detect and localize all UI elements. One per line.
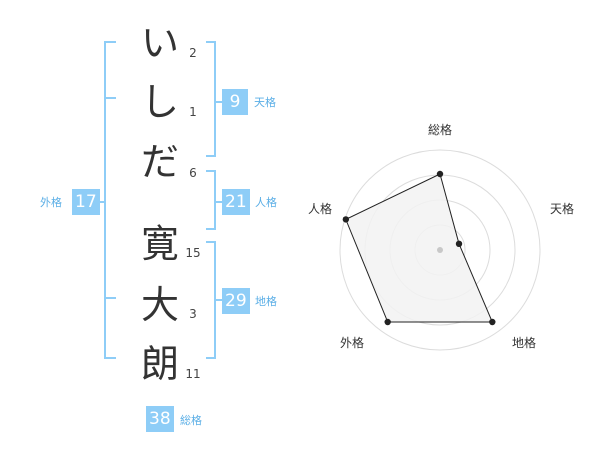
chikaku-bracket-top bbox=[206, 241, 216, 243]
gaikaku-bracket-tick-lower bbox=[104, 297, 116, 299]
radar-point-4 bbox=[342, 216, 350, 223]
gaikaku-bracket-bottom bbox=[104, 357, 116, 359]
tenkaku-badge: 9 bbox=[222, 89, 248, 115]
name-char-5: 大 bbox=[140, 283, 179, 327]
stroke-count-1: 2 bbox=[189, 46, 197, 60]
name-char-1: い bbox=[140, 21, 179, 65]
radar-label-soukaku: 総格 bbox=[427, 123, 452, 137]
radar-label-chikaku: 地格 bbox=[511, 336, 536, 350]
jinkaku-label: 人格 bbox=[255, 196, 277, 209]
jinkaku-bracket-vertical bbox=[214, 170, 216, 230]
radar-ring-4 bbox=[339, 149, 541, 351]
tenkaku-connector bbox=[214, 101, 222, 103]
jinkaku-bracket-bottom bbox=[206, 228, 216, 230]
radar-points bbox=[342, 170, 496, 326]
tenkaku-bracket-bottom bbox=[206, 155, 216, 157]
name-char-4: 寛 bbox=[140, 222, 179, 266]
radar-polygon bbox=[345, 173, 494, 323]
chikaku-label: 地格 bbox=[255, 295, 277, 308]
radar-point-1 bbox=[455, 240, 463, 248]
tenkaku-bracket-top bbox=[206, 41, 216, 43]
name-char-3: だ bbox=[140, 140, 179, 184]
stroke-count-5: 3 bbox=[189, 307, 197, 321]
radar-label-gaikaku: 外格 bbox=[339, 336, 364, 350]
gaikaku-connector bbox=[98, 201, 106, 203]
soukaku-badge: 38 bbox=[146, 406, 174, 432]
jinkaku-bracket-top bbox=[206, 170, 216, 172]
stroke-count-2: 1 bbox=[189, 105, 197, 119]
gaikaku-bracket-top bbox=[104, 41, 116, 43]
soukaku-label: 総格 bbox=[180, 414, 202, 427]
jinkaku-connector bbox=[214, 201, 222, 203]
chikaku-bracket-bottom bbox=[206, 357, 216, 359]
jinkaku-badge: 21 bbox=[222, 189, 250, 215]
radar-point-0 bbox=[436, 170, 444, 178]
stroke-count-4: 15 bbox=[185, 246, 201, 260]
chikaku-badge: 29 bbox=[222, 288, 250, 314]
stroke-count-6: 11 bbox=[185, 367, 201, 381]
tenkaku-bracket-vertical bbox=[214, 41, 216, 157]
stroke-count-3: 6 bbox=[189, 166, 197, 180]
gaikaku-bracket-vertical bbox=[104, 41, 106, 359]
radar-chart bbox=[339, 149, 541, 351]
tenkaku-label: 天格 bbox=[254, 96, 276, 109]
gaikaku-label: 外格 bbox=[40, 196, 62, 209]
chikaku-connector bbox=[214, 299, 222, 301]
gaikaku-badge: 17 bbox=[72, 189, 100, 215]
radar-center-dot bbox=[437, 247, 443, 253]
radar-label-jinkaku: 人格 bbox=[307, 202, 332, 216]
radar-point-2 bbox=[489, 318, 496, 326]
name-char-2: し bbox=[140, 80, 179, 124]
radar-point-3 bbox=[384, 318, 391, 326]
radar-label-tenkaku: 天格 bbox=[549, 202, 574, 216]
gaikaku-bracket-tick-upper bbox=[104, 97, 116, 99]
name-char-6: 朗 bbox=[140, 342, 179, 386]
